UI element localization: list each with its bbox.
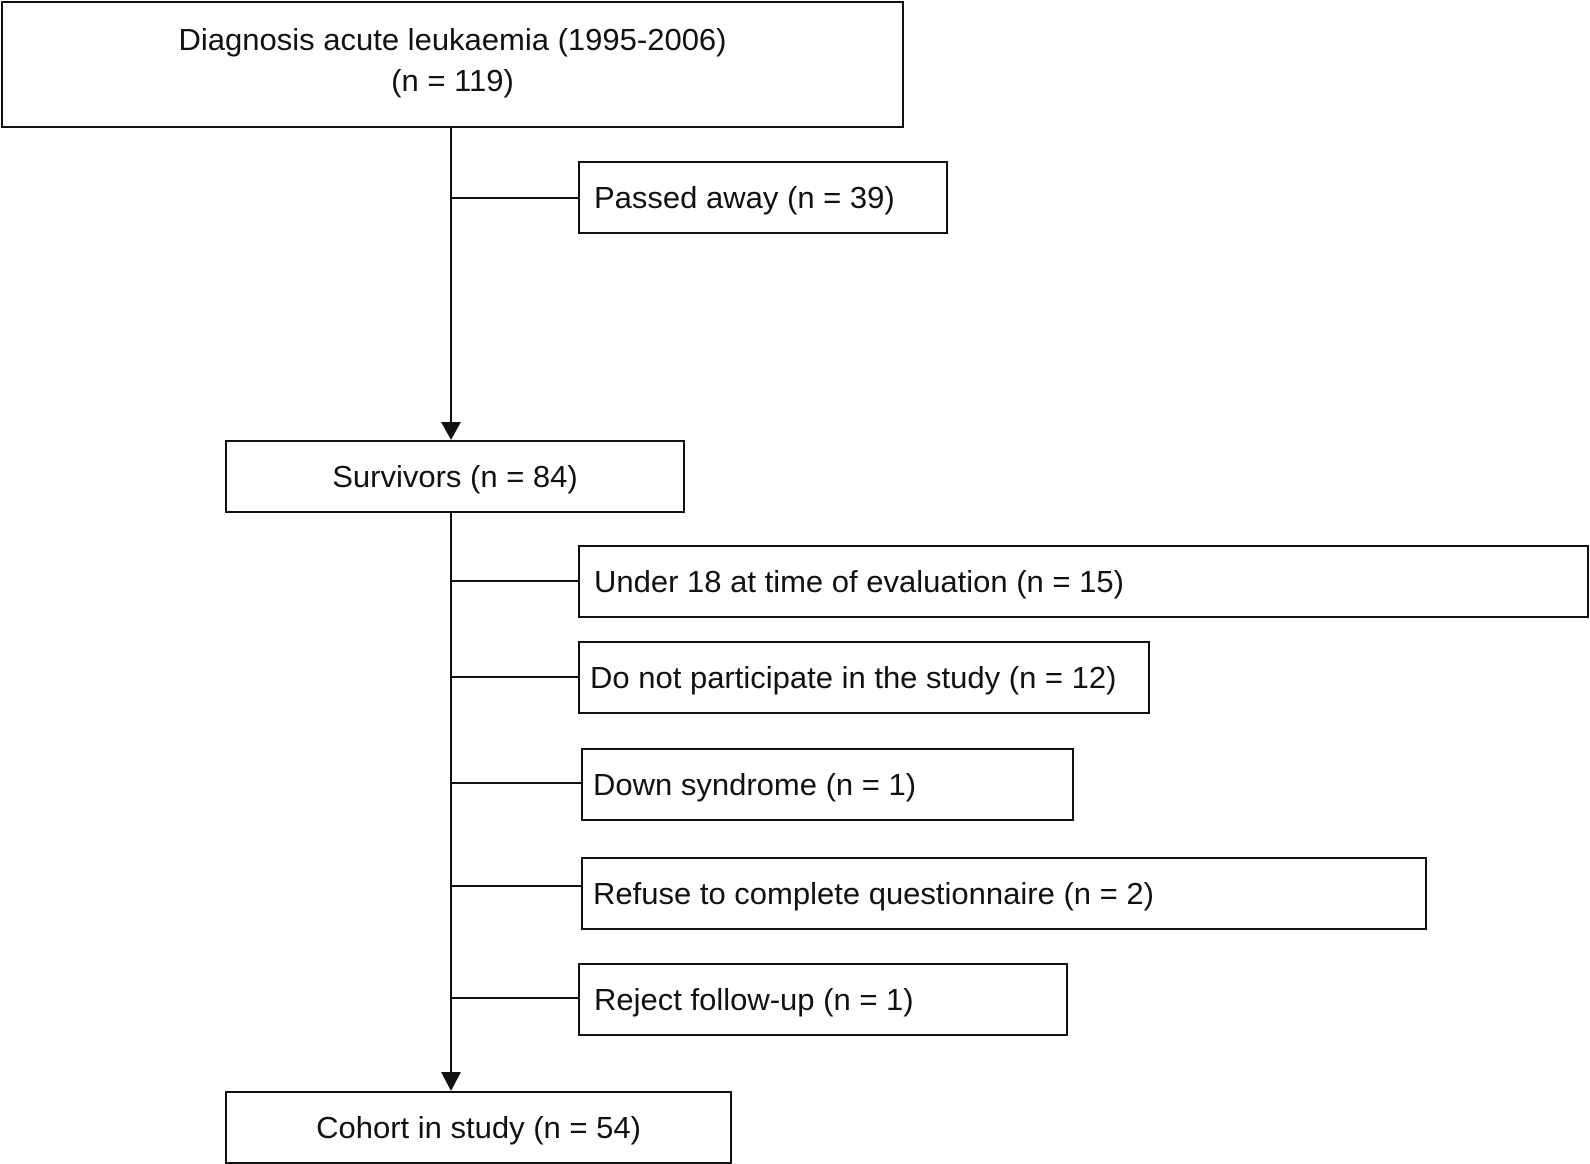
diagnosis-box: Diagnosis acute leukaemia (1995-2006) (n… bbox=[1, 1, 904, 128]
survivors-box: Survivors (n = 84) bbox=[225, 440, 685, 513]
cohort-box: Cohort in study (n = 54) bbox=[225, 1091, 732, 1164]
exclusion-box-refuse-questionnaire: Refuse to complete questionnaire (n = 2) bbox=[581, 857, 1427, 930]
diagnosis-title: Diagnosis acute leukaemia (1995-2006) bbox=[178, 21, 727, 57]
exclusion-label-under-18: Under 18 at time of evaluation (n = 15) bbox=[594, 563, 1124, 599]
passed-away-box: Passed away (n = 39) bbox=[578, 161, 948, 234]
exclusion-box-reject-follow-up: Reject follow-up (n = 1) bbox=[578, 963, 1068, 1036]
exclusion-box-down-syndrome: Down syndrome (n = 1) bbox=[581, 748, 1074, 821]
cohort-label: Cohort in study (n = 54) bbox=[316, 1109, 641, 1145]
exclusion-label-down-syndrome: Down syndrome (n = 1) bbox=[593, 766, 917, 802]
exclusion-box-not-participate: Do not participate in the study (n = 12) bbox=[578, 641, 1150, 714]
exclusion-label-refuse-questionnaire: Refuse to complete questionnaire (n = 2) bbox=[593, 875, 1154, 911]
diagnosis-count: (n = 119) bbox=[391, 62, 514, 98]
arrowhead-to-cohort bbox=[441, 1072, 461, 1091]
survivors-label: Survivors (n = 84) bbox=[332, 458, 578, 494]
exclusion-label-reject-follow-up: Reject follow-up (n = 1) bbox=[594, 981, 914, 1017]
passed-away-label: Passed away (n = 39) bbox=[594, 179, 895, 215]
exclusion-label-not-participate: Do not participate in the study (n = 12) bbox=[590, 659, 1117, 695]
exclusion-box-under-18: Under 18 at time of evaluation (n = 15) bbox=[578, 545, 1589, 618]
arrowhead-to-survivors bbox=[441, 422, 461, 440]
